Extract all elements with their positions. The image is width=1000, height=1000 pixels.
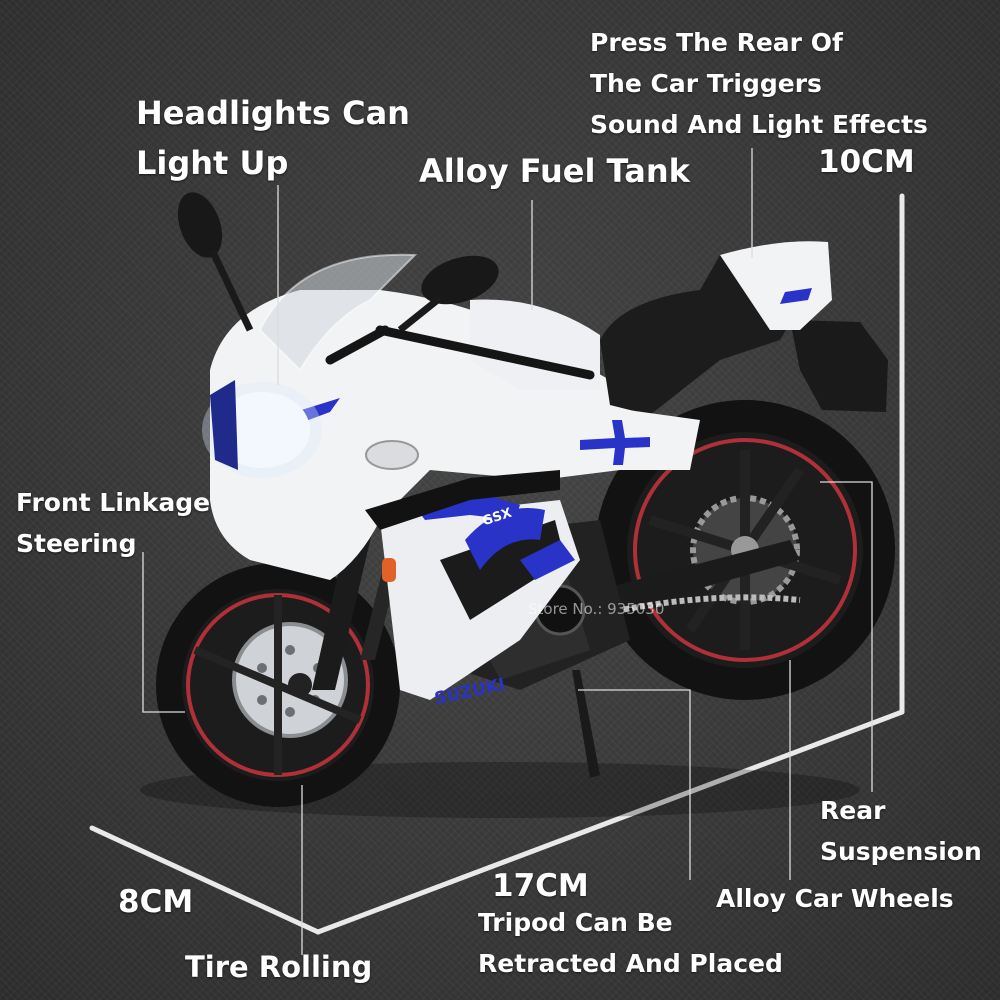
dimension-lines — [89, 193, 905, 935]
press-rear-label-line-3: Sound And Light Effects — [590, 110, 928, 139]
headlights-label-line-2: Light Up — [136, 144, 289, 182]
front-linkage-label: Front Linkage Steering — [16, 482, 210, 564]
tripod-label: Tripod Can Be Retracted And Placed — [478, 902, 783, 984]
rear-suspension-label: Rear Suspension — [820, 790, 982, 872]
rear-suspension-label-line-2: Suspension — [820, 837, 982, 866]
rear-suspension-label-line-1: Rear — [820, 796, 886, 825]
store-watermark: Store No.: 935030 — [528, 600, 665, 618]
headlights-label: Headlights Can Light Up — [136, 88, 410, 188]
length-dimension: 17CM — [492, 868, 589, 904]
headlights-label-line-1: Headlights Can — [136, 94, 410, 132]
height-dimension: 10CM — [818, 144, 915, 180]
fuel-tank-label: Alloy Fuel Tank — [419, 152, 690, 190]
leader-lines — [142, 148, 873, 955]
tripod-label-line-2: Retracted And Placed — [478, 949, 783, 978]
press-rear-label: Press The Rear Of The Car Triggers Sound… — [590, 22, 928, 145]
front-linkage-label-line-2: Steering — [16, 529, 137, 558]
tripod-label-line-1: Tripod Can Be — [478, 908, 673, 937]
front-linkage-label-line-1: Front Linkage — [16, 488, 211, 517]
press-rear-label-line-2: The Car Triggers — [590, 69, 822, 98]
alloy-wheels-label: Alloy Car Wheels — [716, 884, 954, 913]
front-wheel — [156, 563, 400, 807]
press-rear-label-line-1: Press The Rear Of — [590, 28, 843, 57]
width-dimension: 8CM — [118, 884, 194, 920]
tire-rolling-label: Tire Rolling — [185, 950, 373, 984]
